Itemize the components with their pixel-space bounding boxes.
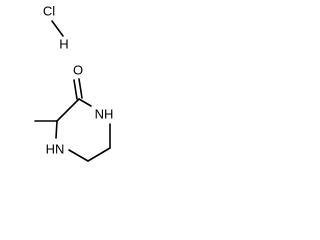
c6-c5-bond [87,147,111,162]
c5-n4-bond [68,149,89,162]
nh-bottom-label: HN [46,142,65,157]
nh-top-label: NH [95,107,114,122]
h-cl-bond [51,20,64,37]
carbonyl-bond-1 [73,79,78,100]
h-atom-label: H [59,37,68,52]
cl-atom-label: Cl [43,4,55,19]
c2-n1-bond [78,98,92,107]
carbonyl-bond-2 [78,78,83,99]
carbonyl-o-label: O [73,63,83,78]
n4-c3-bond [55,120,58,139]
piperazinone-hcl-structure: Cl H O NH HN [34,4,114,162]
c3-c2-bond [56,98,80,122]
